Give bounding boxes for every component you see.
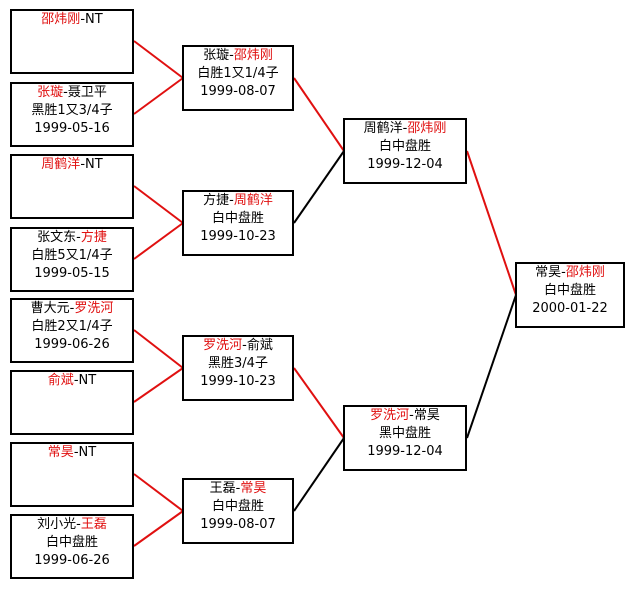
match-box-r1-2: 张璇-聂卫平 黑胜1又3/4子 1999-05-16 [10,82,134,147]
match-result: 白中盘胜 [45,535,98,550]
match-result: 黑胜3/4子 [208,356,268,371]
player-one: 常昊 [47,445,74,460]
match-box-r1-4: 张文东-方捷 白胜5又1/4子 1999-05-15 [10,227,134,292]
player-one: 张璇 [37,85,64,100]
player-two: 常昊 [413,408,440,423]
match-date: 1999-06-26 [34,337,110,352]
connector-r1-7 [133,473,184,512]
connector-r1-4 [133,222,184,260]
connector-r1-8 [133,510,184,547]
connector-r2-3 [293,367,345,439]
player-two: NT [78,373,97,388]
connector-r2-2 [293,150,345,224]
connector-r1-1 [133,40,184,79]
player-one: 周鹤洋 [363,121,403,136]
match-date: 1999-10-23 [200,374,276,389]
player-one: 方捷 [203,193,230,208]
match-result: 白胜1又1/4子 [197,66,279,81]
match-date: 1999-06-26 [34,553,110,568]
connector-r2-1 [293,77,345,152]
connector-r3-1 [466,150,517,296]
player-two: 周鹤洋 [233,193,273,208]
player-one: 张璇 [203,48,230,63]
match-box-r2-3: 罗洗河-俞斌 黑胜3/4子 1999-10-23 [182,335,294,401]
match-date: 1999-12-04 [367,157,443,172]
player-one: 张文东 [37,230,77,245]
match-result: 黑胜1又3/4子 [31,103,113,118]
player-two: 方捷 [80,230,107,245]
match-date: 2000-01-22 [532,301,608,316]
match-date: 1999-08-07 [200,84,276,99]
match-result: 白中盘胜 [211,499,264,514]
match-date: 1999-05-15 [34,266,110,281]
match-result: 白胜5又1/4子 [31,248,113,263]
player-one: 王磊 [209,481,236,496]
player-one: 周鹤洋 [41,157,81,172]
player-two: NT [85,12,103,27]
player-one: 罗洗河 [203,338,243,353]
connector-r1-2 [133,77,184,115]
connector-r2-4 [293,437,345,512]
match-box-r2-1: 张璇-邵炜刚 白胜1又1/4子 1999-08-07 [182,45,294,111]
connector-r1-6 [133,367,184,403]
match-box-r1-7: 常昊-NT [10,442,134,507]
match-box-r2-4: 王磊-常昊 白中盘胜 1999-08-07 [182,478,294,544]
player-one: 邵炜刚 [41,12,81,27]
connector-r3-2 [466,294,517,439]
player-two: 常昊 [240,481,267,496]
player-two: 邵炜刚 [407,121,447,136]
match-result: 白中盘胜 [378,139,431,154]
player-two: NT [78,445,97,460]
match-result: 白中盘胜 [543,283,596,298]
player-one: 俞斌 [47,373,74,388]
connector-r1-5 [133,329,184,369]
player-two: 邵炜刚 [233,48,273,63]
match-box-r1-6: 俞斌-NT [10,370,134,435]
match-date: 1999-05-16 [34,121,110,136]
player-one: 常昊 [535,265,562,280]
player-two: 王磊 [80,517,107,532]
match-result: 黑中盘胜 [378,426,431,441]
player-two: NT [85,157,103,172]
player-two: 罗洗河 [74,301,114,316]
match-box-final: 常昊-邵炜刚 白中盘胜 2000-01-22 [515,262,625,328]
connector-r1-3 [133,185,184,224]
match-box-r3-1: 周鹤洋-邵炜刚 白中盘胜 1999-12-04 [343,118,467,184]
match-date: 1999-10-23 [200,229,276,244]
player-one: 刘小光 [37,517,77,532]
match-box-r1-1: 邵炜刚-NT [10,9,134,74]
match-result: 白胜2又1/4子 [31,319,113,334]
match-result: 白中盘胜 [211,211,264,226]
player-one: 曹大元 [30,301,70,316]
match-date: 1999-12-04 [367,444,443,459]
player-two: 邵炜刚 [565,265,605,280]
player-one: 罗洗河 [370,408,410,423]
match-box-r2-2: 方捷-周鹤洋 白中盘胜 1999-10-23 [182,190,294,256]
match-box-r1-3: 周鹤洋-NT [10,154,134,219]
match-box-r3-2: 罗洗河-常昊 黑中盘胜 1999-12-04 [343,405,467,471]
match-date: 1999-08-07 [200,517,276,532]
player-two: 聂卫平 [67,85,107,100]
match-box-r1-5: 曹大元-罗洗河 白胜2又1/4子 1999-06-26 [10,298,134,363]
player-two: 俞斌 [246,338,273,353]
match-box-r1-8: 刘小光-王磊 白中盘胜 1999-06-26 [10,514,134,579]
